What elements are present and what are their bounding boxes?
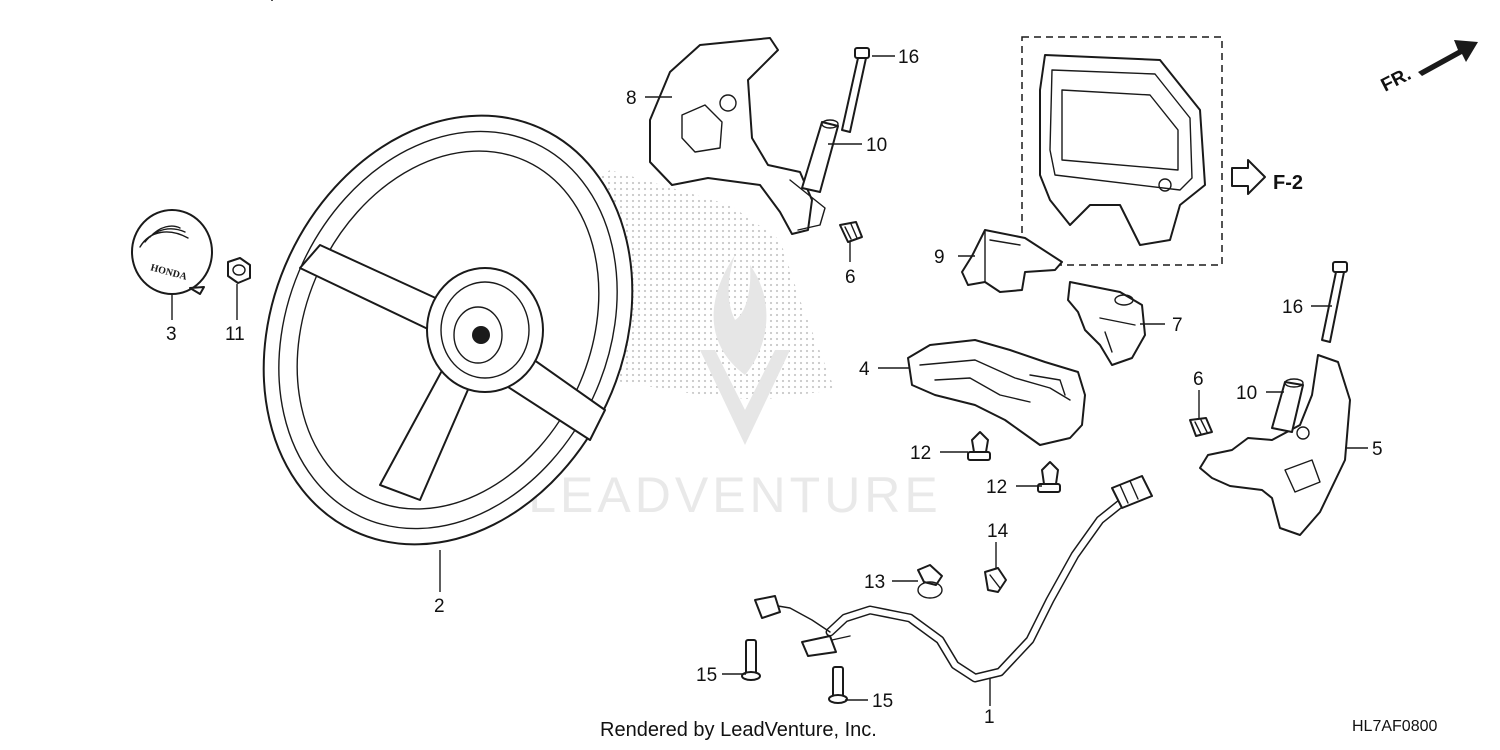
callout-3: 3 — [166, 324, 177, 345]
switch-cover-part-5[interactable] — [1199, 354, 1351, 536]
steering-wheel-part-2[interactable] — [196, 55, 701, 605]
leader-lines — [171, 55, 1368, 706]
callout-15-right: 15 — [872, 691, 893, 712]
collar-part-10-upper[interactable] — [801, 119, 839, 193]
callout-11: 11 — [225, 324, 245, 345]
collar-part-10-lower[interactable] — [1271, 378, 1304, 433]
screw-part-15-left[interactable] — [741, 639, 761, 681]
callout-6-upper: 6 — [845, 267, 856, 288]
callout-labels: 1 2 3 11 8 16 10 6 9 7 4 12 12 16 6 10 5… — [166, 47, 1383, 728]
callout-9: 9 — [934, 247, 945, 268]
callout-10-lower: 10 — [1236, 383, 1257, 404]
clip-part-12-lower[interactable] — [1037, 461, 1061, 493]
callout-10-upper: 10 — [866, 135, 887, 156]
rendered-by-credit: Rendered by LeadVenture, Inc. — [600, 719, 877, 741]
nut-part-11[interactable] — [227, 257, 251, 284]
screw-part-15-right[interactable] — [828, 666, 848, 704]
callout-14: 14 — [987, 521, 1009, 542]
reference-arrow-icon — [1231, 159, 1266, 195]
watermark: LEADVENTURE — [528, 255, 942, 523]
callout-12-upper: 12 — [910, 443, 931, 464]
callout-16-lower: 16 — [1282, 297, 1303, 318]
watermark-text: LEADVENTURE — [528, 467, 942, 523]
callout-7: 7 — [1172, 315, 1183, 336]
diagram-code: HL7AF0800 — [1352, 718, 1438, 735]
callout-1: 1 — [984, 707, 995, 728]
switch-housing-part-4[interactable] — [907, 339, 1086, 446]
clip-part-14[interactable] — [984, 567, 1007, 593]
bolt-part-16-upper[interactable] — [841, 47, 870, 133]
callout-4: 4 — [859, 359, 870, 380]
wire-harness-part-1[interactable] — [754, 475, 1153, 683]
callout-15-left: 15 — [696, 665, 717, 686]
watermark-logo-icon — [700, 255, 790, 445]
callout-8: 8 — [626, 88, 637, 109]
switch-part-9[interactable] — [961, 229, 1063, 293]
callout-2: 2 — [434, 596, 445, 617]
band-part-13[interactable] — [917, 564, 943, 599]
callout-5: 5 — [1372, 439, 1383, 460]
callout-6-lower: 6 — [1193, 369, 1204, 390]
grommet-part-6-lower[interactable] — [1189, 417, 1213, 437]
honda-wing-icon — [139, 225, 189, 248]
reference-section-label: F-2 — [1273, 172, 1303, 194]
emblem-cap-part-3[interactable]: HONDA — [131, 209, 213, 295]
front-direction-arrow-icon — [1418, 40, 1478, 76]
clip-part-12-upper[interactable] — [271, 0, 991, 461]
callout-16-upper: 16 — [898, 47, 919, 68]
switch-cover-part-8[interactable] — [649, 37, 826, 235]
bolt-part-16-lower[interactable] — [1321, 261, 1348, 343]
switch-part-7[interactable] — [1067, 281, 1146, 366]
callout-12-lower: 12 — [986, 477, 1007, 498]
meter-assembly-reference[interactable] — [1021, 36, 1223, 266]
grommet-part-6-upper[interactable] — [839, 221, 863, 243]
front-direction-label: FR. — [1378, 64, 1415, 97]
callout-13: 13 — [864, 572, 885, 593]
